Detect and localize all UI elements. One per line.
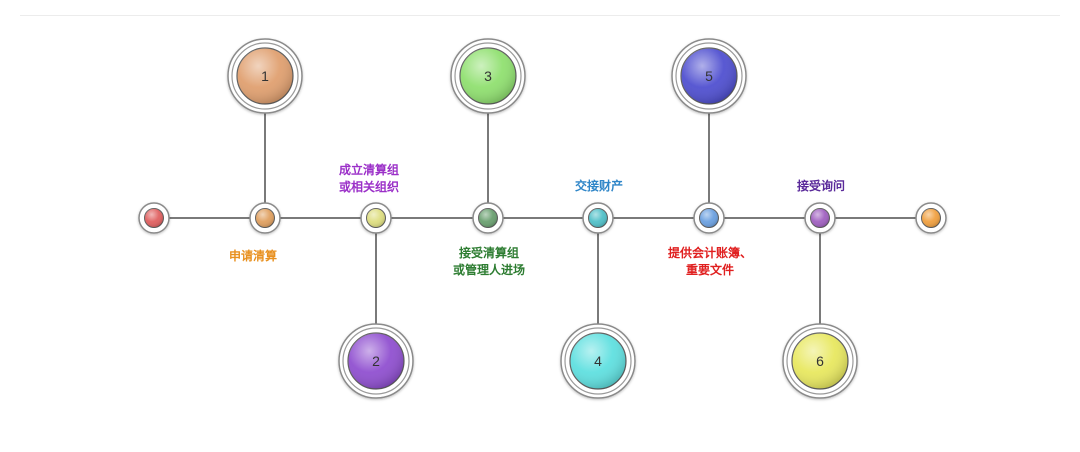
timeline-node-shade xyxy=(255,208,275,228)
timeline-node-end xyxy=(915,202,947,234)
top-divider xyxy=(20,15,1060,16)
milestone-number: 3 xyxy=(484,68,492,84)
milestone-ball-shade xyxy=(792,333,848,389)
timeline-node-n5 xyxy=(693,202,725,234)
step-label-line: 接受清算组 xyxy=(458,246,520,260)
step-label-line: 或管理人进场 xyxy=(452,263,526,277)
milestone-number: 4 xyxy=(594,353,602,369)
timeline-node-shade xyxy=(144,208,164,228)
timeline-node-shade xyxy=(366,208,386,228)
step-label-form-liquidation-group: 成立清算组或相关组织 xyxy=(339,162,399,196)
step-label-line: 重要文件 xyxy=(685,263,735,277)
milestone-6: 6 xyxy=(782,323,858,399)
milestone-1: 1 xyxy=(227,38,303,114)
timeline-node-start xyxy=(138,202,170,234)
milestone-number: 2 xyxy=(372,353,380,369)
milestone-number: 6 xyxy=(816,353,824,369)
milestone-ball-shade xyxy=(237,48,293,104)
milestone-4: 4 xyxy=(560,323,636,399)
step-label-provide-accounting-books: 提供会计账簿、重要文件 xyxy=(668,245,752,279)
timeline-node-n1 xyxy=(249,202,281,234)
step-label-accept-group-entry: 接受清算组或管理人进场 xyxy=(453,245,525,279)
step-label-apply-liquidation: 申请清算 xyxy=(229,248,277,265)
milestone-ball-shade xyxy=(681,48,737,104)
milestone-ball-shade xyxy=(348,333,404,389)
milestone-number: 1 xyxy=(261,68,269,84)
timeline-node-shade xyxy=(810,208,830,228)
timeline-node-shade xyxy=(921,208,941,228)
milestone-middle-ring xyxy=(564,327,632,395)
timeline-node-shade xyxy=(478,208,498,228)
milestone-2: 2 xyxy=(338,323,414,399)
milestone-5: 5 xyxy=(671,38,747,114)
timeline-node-n3 xyxy=(472,202,504,234)
step-label-line: 提供会计账簿、 xyxy=(667,246,753,260)
milestone-middle-ring xyxy=(786,327,854,395)
step-label-line: 申请清算 xyxy=(228,249,278,263)
milestone-middle-ring xyxy=(675,42,743,110)
timeline-node-n4 xyxy=(582,202,614,234)
step-label-handover-property: 交接财产 xyxy=(575,178,623,195)
step-label-line: 交接财产 xyxy=(574,179,624,193)
milestone-middle-ring xyxy=(454,42,522,110)
timeline-node-shade xyxy=(588,208,608,228)
timeline-node-shade xyxy=(699,208,719,228)
milestone-number: 5 xyxy=(705,68,713,84)
timeline-node-n2 xyxy=(360,202,392,234)
milestone-ball-shade xyxy=(570,333,626,389)
milestone-middle-ring xyxy=(342,327,410,395)
step-label-line: 成立清算组 xyxy=(338,163,400,177)
milestone-ball-shade xyxy=(460,48,516,104)
milestone-middle-ring xyxy=(231,42,299,110)
step-label-line: 接受询问 xyxy=(796,179,846,193)
timeline-node-n6 xyxy=(804,202,836,234)
step-label-line: 或相关组织 xyxy=(338,180,400,194)
step-label-accept-inquiry: 接受询问 xyxy=(797,178,845,195)
milestone-3: 3 xyxy=(450,38,526,114)
